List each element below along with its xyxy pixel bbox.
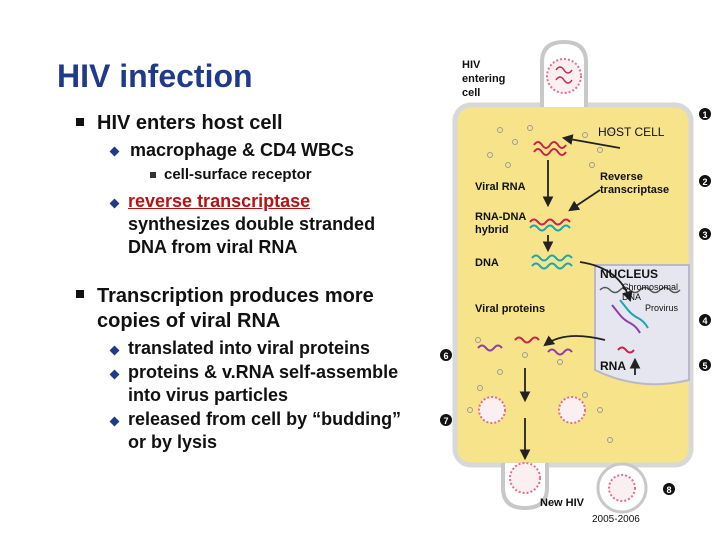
svg-text:4: 4 [702, 316, 707, 326]
label-host-cell: HOST CELL [598, 125, 665, 139]
label-chrom-2: DNA [622, 292, 641, 302]
hybrid-dna-strand [529, 224, 571, 232]
svg-text:2: 2 [702, 177, 707, 187]
svg-text:5: 5 [702, 361, 707, 371]
sub-bullet-released: released from cell by “budding” or by ly… [128, 408, 401, 454]
bullet-hiv-enters: HIV enters host cell [97, 112, 283, 134]
bullet-marker [76, 290, 84, 298]
self-assemble-line-1: proteins & v.RNA self-assemble [128, 362, 399, 382]
viral-protein-1 [477, 344, 503, 352]
step-badge-2: 2 [699, 175, 711, 187]
label-dna: DNA [475, 257, 499, 269]
svg-text:3: 3 [702, 230, 707, 240]
dna-strand-2 [531, 262, 573, 270]
label-entering-2: entering [462, 73, 505, 85]
bullet-marker [76, 118, 84, 126]
sub-sub-bullet-receptor: cell-surface receptor [164, 166, 312, 183]
assembling-virus-1 [478, 396, 506, 424]
svg-text:6: 6 [443, 351, 448, 361]
viral-protein-2 [514, 336, 540, 344]
entering-rna-2 [533, 148, 567, 156]
entering-rna [533, 141, 567, 149]
label-entering-3: cell [462, 87, 480, 99]
slide-title: HIV infection [57, 58, 253, 94]
step-badge-8: 8 [663, 483, 675, 495]
released-line-1: released from cell by “budding” [128, 409, 402, 429]
step-badge-5: 5 [699, 359, 711, 371]
transcription-line-2: copies of viral RNA [97, 310, 281, 332]
label-rt-1: Reverse [600, 171, 643, 183]
label-hybrid-1: RNA-DNA [475, 211, 526, 223]
step-badge-6: 6 [440, 349, 452, 361]
sub-bullet-macrophage: macrophage & CD4 WBCs [130, 140, 355, 160]
sub-bullet-translated: translated into viral proteins [128, 338, 371, 358]
provirus-strand [611, 304, 641, 334]
svg-text:7: 7 [443, 416, 448, 426]
nuclear-rna [617, 346, 635, 354]
step-badge-1: 1 [699, 108, 711, 120]
dna-strand-1 [531, 254, 573, 262]
nucleotide-dots [467, 125, 615, 443]
hybrid-rna-strand [529, 218, 571, 226]
label-provirus: Provirus [645, 303, 679, 313]
assembling-virus-2 [558, 396, 586, 424]
entering-virus-rna [555, 66, 573, 84]
chromosomal-dna [599, 286, 681, 294]
entering-virus [546, 58, 582, 94]
sub-sub-bullet-marker [150, 172, 156, 178]
label-viral-proteins: Viral proteins [475, 303, 545, 315]
rt-line-3: DNA from viral RNA [128, 237, 298, 257]
flow-arrows [519, 134, 641, 461]
budding-virus [509, 462, 541, 494]
label-new-hiv: New HIV [540, 497, 585, 509]
diagram-labels: HIV entering cell HOST CELL Viral RNA Re… [462, 59, 679, 525]
step-badges: 1 2 3 4 5 6 7 8 [440, 108, 711, 495]
label-hybrid-2: hybrid [475, 224, 509, 236]
label-chrom-1: Chromosomal [622, 282, 678, 292]
step-badge-3: 3 [699, 228, 711, 240]
step-badge-4: 4 [699, 314, 711, 326]
nucleus [594, 264, 690, 386]
rt-line-2: synthesizes double stranded [128, 214, 376, 234]
self-assemble-line-2: into virus particles [128, 385, 289, 405]
viral-protein-3 [547, 348, 573, 356]
label-entering-1: HIV [462, 59, 481, 71]
bullet-transcription: Transcription produces more copies of vi… [97, 284, 374, 334]
sub-bullet-self-assemble: proteins & v.RNA self-assemble into viru… [128, 361, 398, 407]
provirus-strand-2 [619, 299, 649, 329]
step-badge-7: 7 [440, 414, 452, 426]
label-rt-2: transcriptase [600, 184, 669, 196]
transcription-line-1: Transcription produces more [97, 285, 374, 307]
svg-text:8: 8 [666, 485, 671, 495]
svg-text:1: 1 [702, 110, 707, 120]
label-nucleus: NUCLEUS [600, 267, 658, 281]
label-copyright: 2005-2006 [592, 514, 640, 525]
label-viral-rna: Viral RNA [475, 181, 526, 193]
released-line-2: or by lysis [128, 432, 218, 452]
reverse-transcriptase-link[interactable]: reverse transcriptase [128, 191, 311, 211]
label-rna: RNA [600, 359, 626, 373]
new-hiv-core [608, 474, 636, 502]
sub-bullet-reverse-transcriptase: reverse transcriptase synthesizes double… [128, 190, 375, 259]
